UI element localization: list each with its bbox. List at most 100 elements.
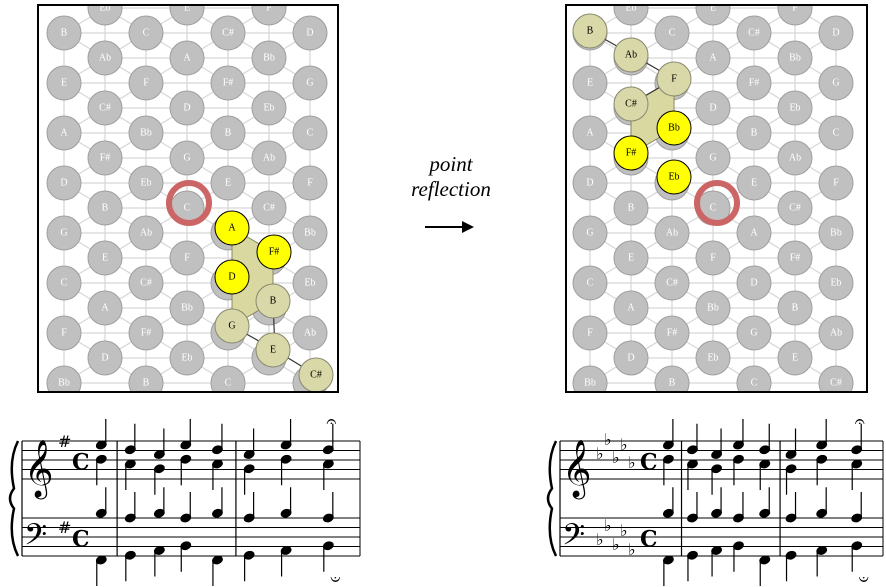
pitch-node: F xyxy=(777,5,813,26)
svg-text:♭: ♭ xyxy=(612,535,620,554)
time-signature: C xyxy=(72,527,90,553)
pitch-label: G xyxy=(750,328,757,339)
pitch-label: Eb xyxy=(789,103,800,114)
pitch-node: F# xyxy=(777,240,813,276)
pitch-label: Ab xyxy=(830,328,842,339)
pitch-label: C# xyxy=(263,203,275,214)
time-signature: C xyxy=(640,450,658,476)
pitch-node: C xyxy=(210,365,246,392)
pitch-label: G xyxy=(832,78,839,89)
left-frame xyxy=(37,4,339,393)
pitch-node: C# xyxy=(736,15,772,51)
bass-clef-icon: 𝄢 xyxy=(562,519,585,560)
pitch-node: C# xyxy=(818,365,854,392)
pitch-label: F xyxy=(833,178,839,189)
pitch-label: F xyxy=(143,78,149,89)
pitch-label: B xyxy=(143,378,150,389)
pitch-label: C# xyxy=(748,28,760,39)
pitch-node: Bb xyxy=(572,365,608,392)
right-arrow-icon xyxy=(425,221,474,233)
pitch-node: Eb xyxy=(777,90,813,126)
pitch-label: D xyxy=(750,278,757,289)
pitch-label: C# xyxy=(140,278,152,289)
path-node-label: C# xyxy=(625,99,637,110)
pitch-label: C# xyxy=(789,203,801,214)
pitch-node: E xyxy=(572,65,608,101)
pitch-label: D xyxy=(709,103,716,114)
svg-text:#: # xyxy=(58,518,71,537)
pitch-node: F# xyxy=(128,315,164,351)
chord-node-label: Bb xyxy=(668,123,680,134)
fermata-icon: 𝄐 xyxy=(855,411,865,432)
pitch-label: Bb xyxy=(304,228,316,239)
pitch-node: C# xyxy=(210,15,246,51)
pitch-node: Eb xyxy=(169,340,205,376)
chord-node-label: F# xyxy=(269,247,280,258)
pitch-node: C xyxy=(654,15,690,51)
pitch-node: E xyxy=(169,5,205,26)
pitch-node: D xyxy=(572,165,608,201)
pitch-node: D xyxy=(46,165,82,201)
pitch-label: D xyxy=(183,103,190,114)
pitch-label: E xyxy=(792,353,798,364)
pitch-node: C# xyxy=(654,265,690,301)
pitch-node: F xyxy=(818,165,854,201)
pitch-node: B xyxy=(128,365,164,392)
pitch-label: C xyxy=(225,378,232,389)
pitch-label: B xyxy=(61,28,68,39)
pitch-label: Bb xyxy=(181,303,193,314)
pitch-node: C# xyxy=(87,90,123,126)
pitch-label: Eb xyxy=(830,278,841,289)
pitch-label: Eb xyxy=(263,103,274,114)
pitch-label: Ab xyxy=(263,153,275,164)
notes xyxy=(662,419,863,586)
pitch-node: E xyxy=(87,240,123,276)
pitch-node: F# xyxy=(654,315,690,351)
pitch-label: F xyxy=(307,178,313,189)
pitch-node: Eb xyxy=(251,90,287,126)
pitch-label: G xyxy=(306,78,313,89)
pitch-label: Eb xyxy=(707,353,718,364)
pitch-label: D xyxy=(832,28,839,39)
path-node-label: E xyxy=(270,345,276,356)
pitch-node: F# xyxy=(210,65,246,101)
pitch-label: Eb xyxy=(181,353,192,364)
pitch-node: E xyxy=(736,165,772,201)
pitch-node: Eb xyxy=(818,265,854,301)
key-signature: ## xyxy=(58,432,71,537)
pitch-node: Bb xyxy=(818,215,854,251)
svg-text:♭: ♭ xyxy=(596,444,604,463)
chord-node: Bb xyxy=(656,110,692,146)
pitch-node: D xyxy=(695,90,731,126)
time-signature: C xyxy=(640,527,658,553)
operation-label: point reflection xyxy=(411,152,491,233)
pitch-node: C# xyxy=(128,265,164,301)
pitch-node: F xyxy=(46,315,82,351)
fermata-icon: 𝄐 xyxy=(326,411,336,432)
pitch-label: C xyxy=(307,128,314,139)
pitch-node: A xyxy=(169,40,205,76)
pitch-label: C xyxy=(669,28,676,39)
path-node: C# xyxy=(613,86,649,122)
pitch-label: C xyxy=(710,203,717,214)
pitch-label: A xyxy=(750,228,758,239)
pitch-node: B xyxy=(777,290,813,326)
path-node: B xyxy=(572,13,608,49)
pitch-node: E xyxy=(695,5,731,26)
pitch-label: C xyxy=(833,128,840,139)
pitch-label: B xyxy=(751,128,758,139)
treble-clef-icon: 𝄞 xyxy=(24,439,54,500)
pitch-node: E xyxy=(613,240,649,276)
time-signature: C xyxy=(72,450,90,476)
pitch-node: Bb xyxy=(169,290,205,326)
pitch-node: Ab xyxy=(292,315,328,351)
left-score: 𝄞𝄢##CC𝄐𝄐 xyxy=(8,411,361,587)
path-node-label: Ab xyxy=(625,50,637,61)
path-node-label: B xyxy=(270,296,277,307)
pitch-label: A xyxy=(183,53,191,64)
pitch-label: F# xyxy=(100,153,111,164)
pitch-label: D xyxy=(101,353,108,364)
lattice-nodes: EbEFBCC#DAbABbEFF#GC#DEbABbBCF#GAbDEbEFB… xyxy=(572,5,854,392)
path-node: C# xyxy=(298,357,334,392)
pitch-label: F xyxy=(184,253,190,264)
